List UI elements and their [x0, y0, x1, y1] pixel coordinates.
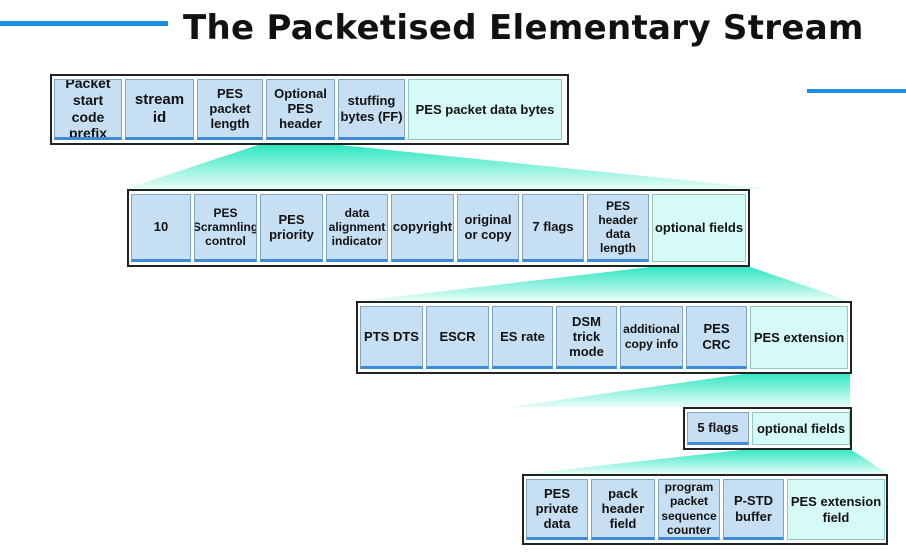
wedge-optional-fields [360, 267, 850, 301]
wedge-optional-pes-header [125, 145, 770, 189]
additional-copy-info-cell: additional copy info [620, 306, 683, 369]
accent-line-right [807, 89, 906, 93]
pes-extension-field-cell: PES extension field [787, 479, 885, 540]
extension-optional-fields-row: PES private data pack header field progr… [522, 474, 888, 545]
pes-packet-length-cell: PES packet length [197, 79, 263, 140]
pes-extension-cell: PES extension [750, 306, 848, 369]
program-packet-sequence-counter-cell: program packet sequence counter [658, 479, 720, 540]
pes-packet-row: Packet start code prefix stream id PES p… [50, 74, 569, 145]
accent-line-left [0, 21, 168, 26]
original-or-copy-cell: original or copy [457, 194, 519, 262]
dsm-trick-mode-cell: DSM trick mode [556, 306, 617, 369]
es-rate-cell: ES rate [492, 306, 553, 369]
pes-packet-data-bytes-cell: PES packet data bytes [408, 79, 562, 140]
copyright-cell: copyright [391, 194, 454, 262]
wedge-optional-fields-2 [525, 449, 888, 474]
pack-header-field-cell: pack header field [591, 479, 655, 540]
optional-fields-cell: optional fields [652, 194, 746, 262]
optional-pes-header-cell: Optional PES header [266, 79, 335, 140]
pes-scrambling-control-cell: PES Scramnling control [194, 194, 257, 262]
five-flags-cell: 5 flags [687, 412, 749, 445]
pes-header-data-length-cell: PES header data length [587, 194, 649, 262]
optional-pes-header-row: 10 PES Scramnling control PES priority d… [127, 189, 750, 267]
pes-crc-cell: PES CRC [686, 306, 747, 369]
data-alignment-indicator-cell: data alignment indicator [326, 194, 388, 262]
p-std-buffer-cell: P-STD buffer [723, 479, 784, 540]
packet-start-code-prefix-cell: Packet start code prefix [54, 79, 122, 140]
escr-cell: ESCR [426, 306, 489, 369]
extension-optional-fields-cell: optional fields [752, 412, 850, 445]
stuffing-bytes-cell: stuffing bytes (FF) [338, 79, 405, 140]
wedge-pes-extension [510, 373, 850, 407]
optional-fields-row: PTS DTS ESCR ES rate DSM trick mode addi… [356, 301, 852, 374]
pes-extension-row: 5 flags optional fields [683, 407, 852, 450]
pes-priority-cell: PES priority [260, 194, 323, 262]
marker-bits-cell: 10 [131, 194, 191, 262]
stream-id-cell: stream id [125, 79, 194, 140]
pes-private-data-cell: PES private data [526, 479, 588, 540]
pts-dts-cell: PTS DTS [360, 306, 423, 369]
seven-flags-cell: 7 flags [522, 194, 584, 262]
page-title: The Packetised Elementary Stream [183, 8, 864, 48]
